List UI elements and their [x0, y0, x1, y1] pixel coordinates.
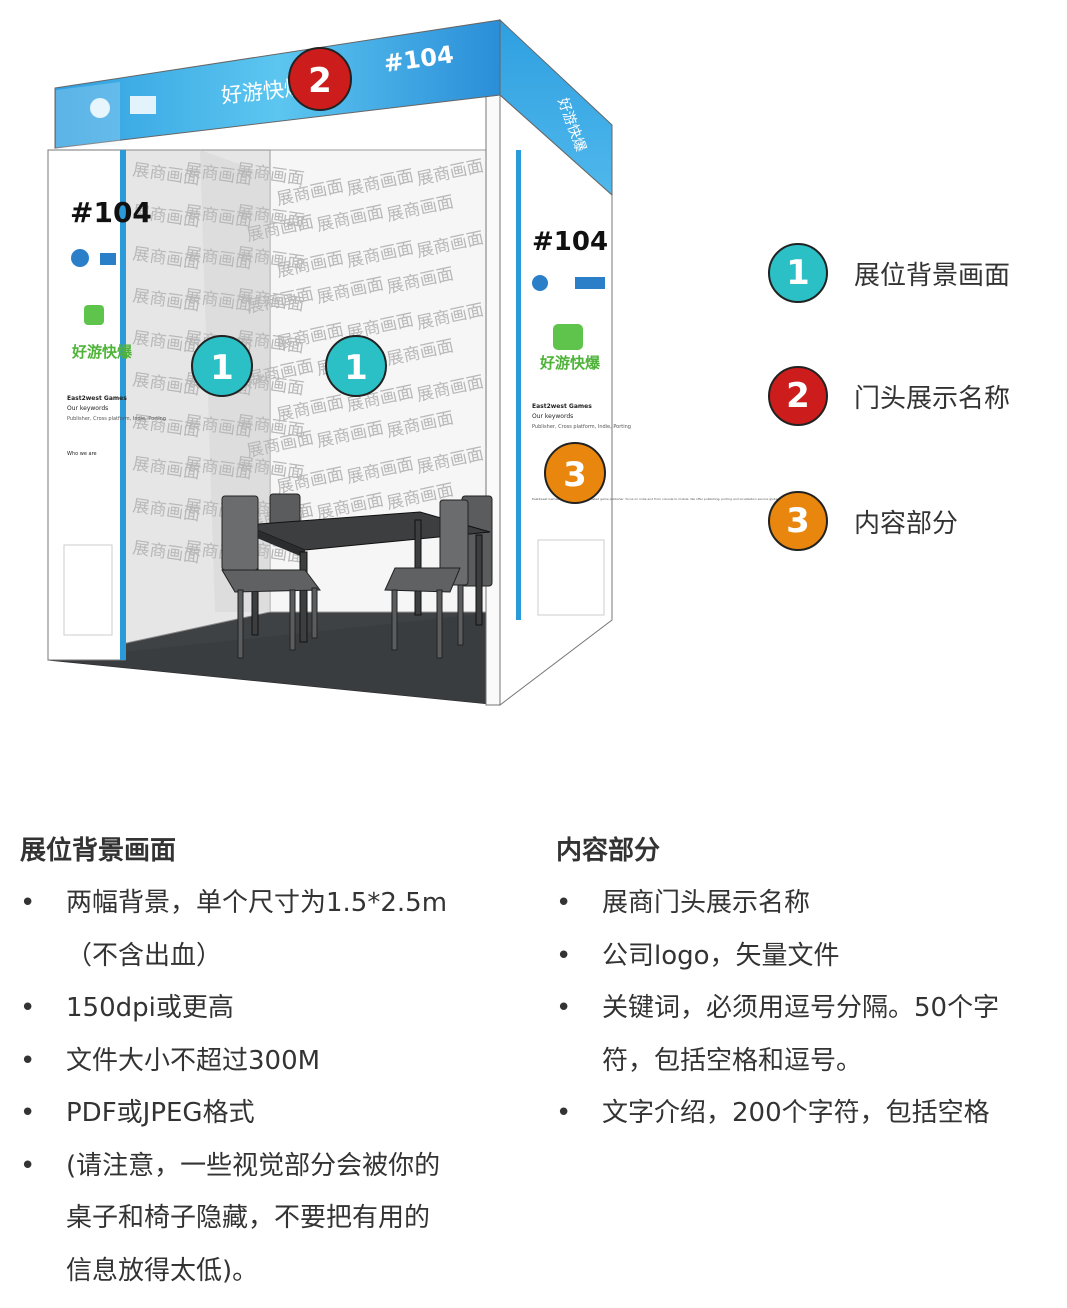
app-logo-icon	[84, 305, 104, 325]
list-item: •文字介绍，200个字符，包括空格	[556, 1098, 990, 1128]
legend-badge-1: 1	[768, 243, 828, 303]
side-fascia	[499, 18, 613, 197]
legend-label-3: 内容部分	[854, 508, 959, 539]
left-panel-brand: 好游快爆	[71, 343, 133, 361]
marker-3: 3	[544, 442, 606, 504]
right-panel-company: East2west Games	[532, 403, 592, 410]
list-item: •150dpi或更高	[20, 993, 234, 1023]
right-panel-keywords-title: Our keywords	[532, 413, 573, 420]
partner-logo-icon	[130, 96, 156, 114]
right-panel-keywords: Publisher, Cross platform, Indie, Portin…	[532, 424, 631, 430]
left-panel-keywords: Publisher, Cross platform, Indie, Portin…	[67, 416, 166, 422]
left-panel-keywords-title: Our keywords	[67, 405, 108, 412]
svg-text:3: 3	[563, 455, 587, 495]
svg-text:1: 1	[210, 348, 234, 388]
list-item: •PDF或JPEG格式	[20, 1098, 255, 1128]
left-panel-company: East2west Games	[67, 395, 127, 402]
list-item: •两幅背景，单个尺寸为1.5*2.5m	[20, 888, 448, 918]
marker-2: 2	[288, 47, 352, 111]
booth-illustration: 展商画面展商画面展商画面展商画面展商画面展商画面展商画面展商画面展商画面展商画面…	[47, 18, 811, 707]
legend-item-3: 3 内容部分	[768, 491, 958, 551]
partner-logo-icon	[100, 253, 116, 265]
legend-badge-2: 2	[768, 366, 828, 426]
right-panel-brand: 好游快爆	[539, 354, 601, 372]
left-requirements-list: •两幅背景，单个尺寸为1.5*2.5m （不含出血） •150dpi或更高 •文…	[20, 877, 500, 1297]
left-panel-who-title: Who we are	[67, 451, 97, 457]
legend-label-1: 展位背景画面	[854, 260, 1011, 291]
list-item: 桌子和椅子隐藏，不要把有用的	[66, 1203, 431, 1233]
partner-logo-icon	[575, 277, 605, 289]
list-item: 符，包括空格和逗号。	[602, 1045, 863, 1076]
list-item: •关键词，必须用逗号分隔。50个字	[556, 993, 1000, 1023]
event-logo-icon	[90, 98, 110, 118]
app-logo-icon	[553, 324, 583, 350]
svg-text:2: 2	[308, 61, 332, 101]
event-logo-icon	[532, 275, 548, 291]
list-item: •公司logo，矢量文件	[556, 940, 840, 971]
list-item: •展商门头展示名称	[556, 888, 811, 918]
list-item: （不含出血）	[66, 940, 223, 971]
left-requirements-section: 展位背景画面 •两幅背景，单个尺寸为1.5*2.5m （不含出血） •150dp…	[20, 830, 500, 1297]
list-item: 信息放得太低)。	[66, 1255, 259, 1286]
left-section-title: 展位背景画面	[20, 836, 177, 866]
right-panel-desc: East2west Games is a respected and trust…	[532, 497, 811, 501]
right-requirements-section: 内容部分 •展商门头展示名称 •公司logo，矢量文件 •关键词，必须用逗号分隔…	[556, 830, 1056, 1140]
left-panel-booth-number: #104	[70, 196, 152, 229]
marker-1-left: 1	[191, 335, 253, 397]
legend-badge-3: 3	[768, 491, 828, 551]
right-panel-booth-number: #104	[532, 227, 608, 257]
legend-item-1: 1 展位背景画面	[768, 243, 1010, 303]
legend-item-2: 2 门头展示名称	[768, 366, 1010, 426]
marker-1-right: 1	[325, 335, 387, 397]
svg-text:1: 1	[344, 348, 368, 388]
table-and-chairs	[221, 493, 493, 659]
list-item: •(请注意，一些视觉部分会被你的	[20, 1150, 441, 1181]
right-section-title: 内容部分	[556, 836, 661, 866]
list-item: •文件大小不超过300M	[20, 1045, 321, 1076]
right-requirements-list: •展商门头展示名称 •公司logo，矢量文件 •关键词，必须用逗号分隔。50个字…	[556, 877, 1056, 1140]
legend-label-2: 门头展示名称	[854, 383, 1011, 414]
event-logo-icon	[71, 249, 89, 267]
